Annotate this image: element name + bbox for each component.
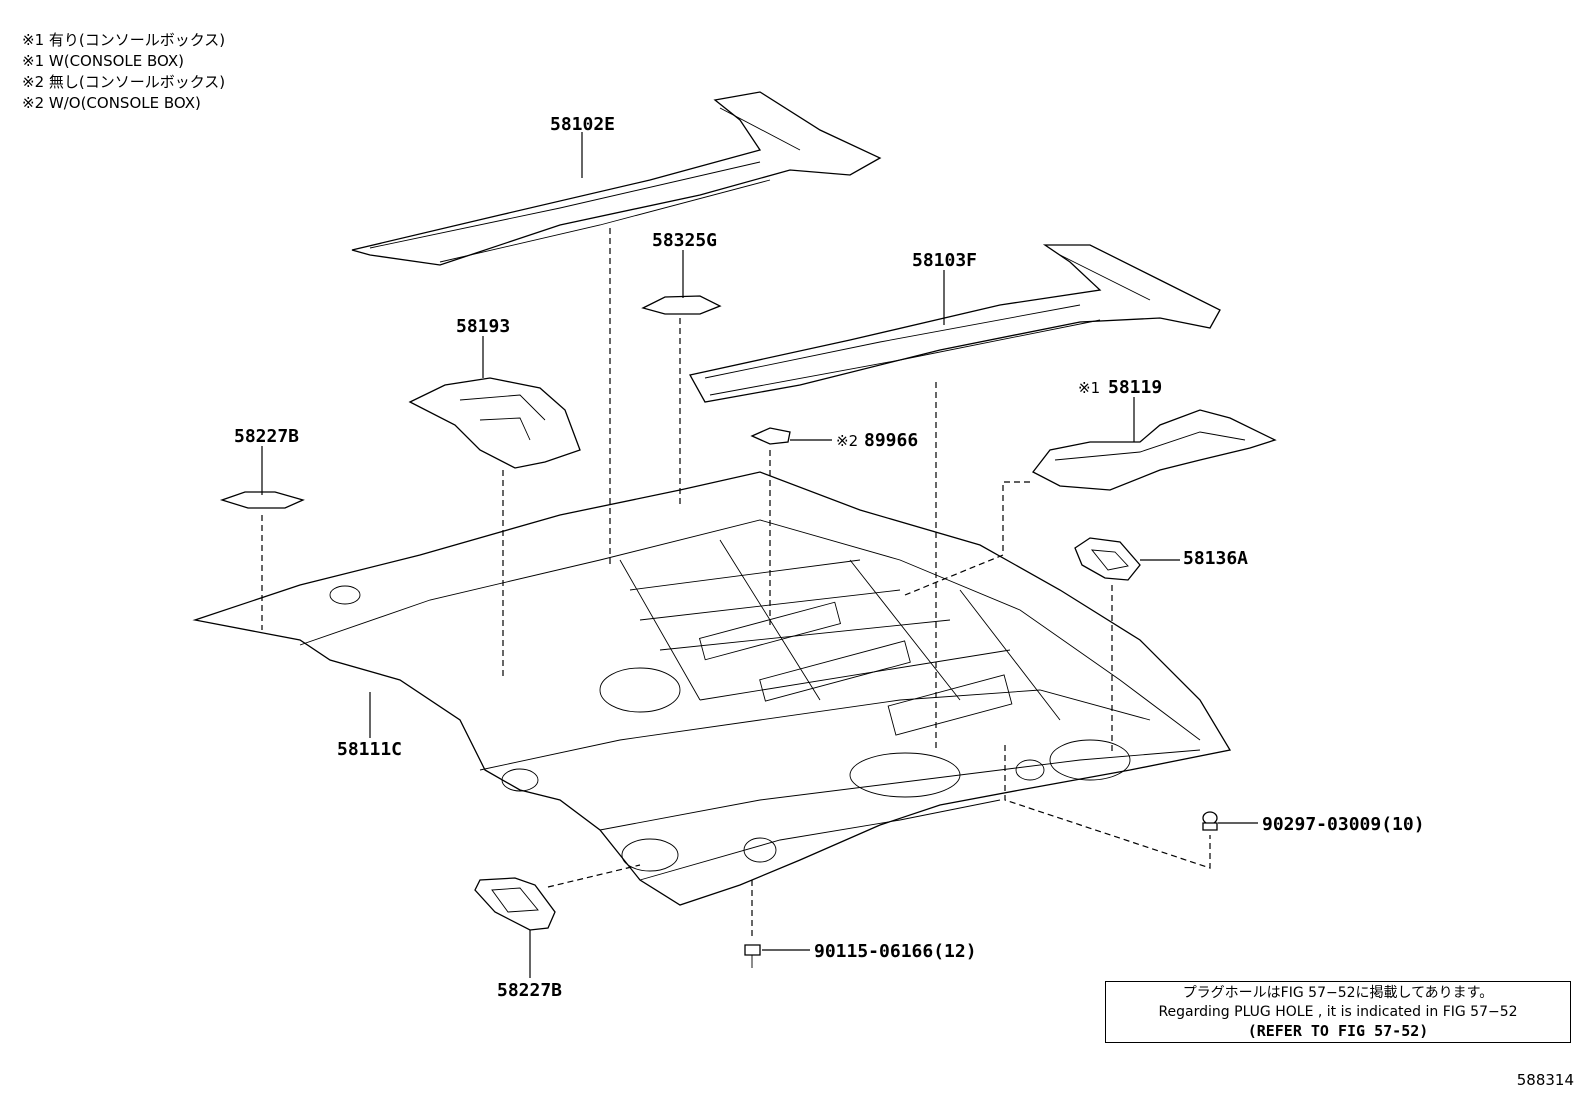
label-58111c: 58111C — [337, 739, 402, 760]
note-refer: (REFER TO FIG 57-52) — [1247, 1022, 1429, 1040]
note-line-jp: プラグホールはFIG 57−52に掲載してあります。 — [1182, 985, 1494, 1001]
plug-90297[interactable] — [1202, 811, 1218, 831]
legend-line-2: ※1 W(CONSOLE BOX) — [22, 52, 184, 70]
legend: ※1 有り(コンソールボックス) ※1 W(CONSOLE BOX) ※2 無し… — [22, 30, 225, 114]
label-58119: 58119 — [1108, 377, 1162, 398]
label-58103f: 58103F — [912, 250, 977, 271]
legend-line-3: ※2 無し(コンソールボックス) — [22, 73, 226, 91]
panel-58193[interactable] — [408, 377, 581, 469]
cover-58136a[interactable] — [1074, 537, 1141, 581]
rail-58102e[interactable] — [351, 91, 882, 266]
label-89966-mark: ※2 — [836, 432, 858, 450]
pad-58227b-bottom[interactable] — [474, 877, 556, 931]
label-58193: 58193 — [456, 316, 510, 337]
label-90115: 90115-06166(12) — [814, 941, 977, 962]
label-58325g: 58325G — [652, 230, 717, 251]
label-90297: 90297-03009(10) — [1262, 814, 1425, 835]
floor-pan-58111c[interactable] — [192, 471, 1232, 906]
bracket-58119[interactable] — [1032, 409, 1277, 491]
bolt-90115[interactable] — [744, 944, 761, 968]
legend-line-4: ※2 W/O(CONSOLE BOX) — [22, 94, 201, 112]
pad-58227b-top[interactable] — [219, 491, 305, 509]
label-58136a: 58136A — [1183, 548, 1248, 569]
label-58227b-bottom: 58227B — [497, 980, 562, 1001]
label-58227b-top: 58227B — [234, 426, 299, 447]
label-58102e: 58102E — [550, 114, 615, 135]
figure-number: 588314 — [1516, 1071, 1574, 1089]
note-line-en: Regarding PLUG HOLE , it is indicated in… — [1158, 1004, 1518, 1020]
reference-note: プラグホールはFIG 57−52に掲載してあります。 Regarding PLU… — [1105, 981, 1571, 1043]
label-89966: 89966 — [864, 430, 918, 451]
leader-lines — [261, 132, 1258, 978]
label-58119-mark: ※1 — [1078, 379, 1100, 397]
bracket-58325g[interactable] — [641, 295, 722, 315]
clip-89966[interactable] — [750, 427, 791, 445]
legend-line-1: ※1 有り(コンソールボックス) — [22, 31, 226, 49]
dashed-locators — [261, 228, 1211, 940]
rail-58103f[interactable] — [689, 244, 1221, 403]
